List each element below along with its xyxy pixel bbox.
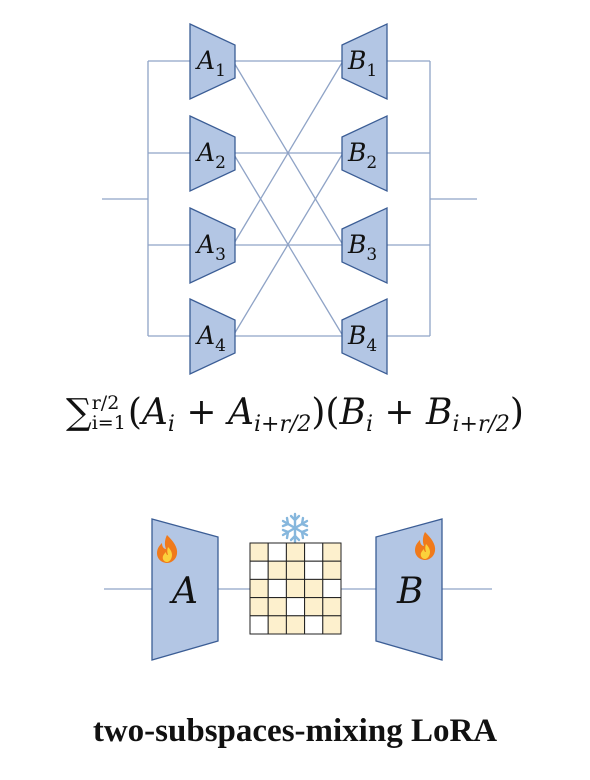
- a-block-label: A1: [195, 46, 226, 81]
- a-block-label: A2: [195, 138, 226, 173]
- formula-a2-term: A: [227, 392, 254, 433]
- mixing-grid: [249, 542, 342, 635]
- sum-symbol: ∑: [66, 392, 92, 433]
- formula-b2-term: B: [426, 392, 453, 433]
- formula-paren: ): [509, 392, 524, 433]
- formula-plus: +: [372, 392, 427, 433]
- a-block-4: [189, 297, 236, 376]
- formula-paren: ): [311, 392, 326, 433]
- snowflake-icon: [281, 512, 309, 544]
- b-block-4: [341, 297, 388, 376]
- formula-b2-sub: i+r/2: [452, 412, 510, 437]
- formula-plus: +: [174, 392, 228, 433]
- a-blocks: [189, 22, 236, 376]
- a-block-labels: A1 A2 A3 A4: [195, 46, 226, 356]
- a-block-1: [189, 22, 236, 101]
- formula-paren: (: [325, 392, 340, 433]
- fire-icon: [157, 535, 178, 563]
- b-block-3: [341, 206, 388, 285]
- b-block-label: B2: [347, 138, 377, 173]
- formula-a-term: A: [141, 392, 168, 433]
- lora-b-label: B: [396, 571, 423, 612]
- figure-caption: two-subspaces-mixing LoRA: [92, 713, 498, 749]
- a-block-3: [189, 206, 236, 285]
- b-block-label: B3: [347, 230, 377, 265]
- b-block-labels: B1 B2 B3 B4: [347, 46, 377, 356]
- a-block-2: [189, 114, 236, 193]
- formula-b-sub: i: [365, 412, 373, 437]
- b-block-label: B1: [347, 46, 377, 81]
- sum-lower-limit: i=1: [91, 412, 126, 434]
- b-blocks: [341, 22, 388, 376]
- lora-a-label: A: [169, 571, 198, 612]
- lower-module: A B: [104, 512, 492, 661]
- formula-b-term: B: [339, 392, 366, 433]
- formula-a2-sub: i+r/2: [253, 412, 312, 437]
- sum-upper-limit: r/2: [91, 392, 120, 414]
- a-block-label: A4: [195, 321, 226, 356]
- b-block-label: B4: [347, 321, 377, 356]
- connection-lines: [102, 60, 477, 337]
- b-block-2: [341, 114, 388, 193]
- b-block-1: [341, 22, 388, 101]
- a-block-label: A3: [195, 230, 226, 265]
- formula-a-sub: i: [167, 412, 175, 437]
- fire-icon: [415, 532, 436, 560]
- formula-paren: (: [127, 392, 142, 433]
